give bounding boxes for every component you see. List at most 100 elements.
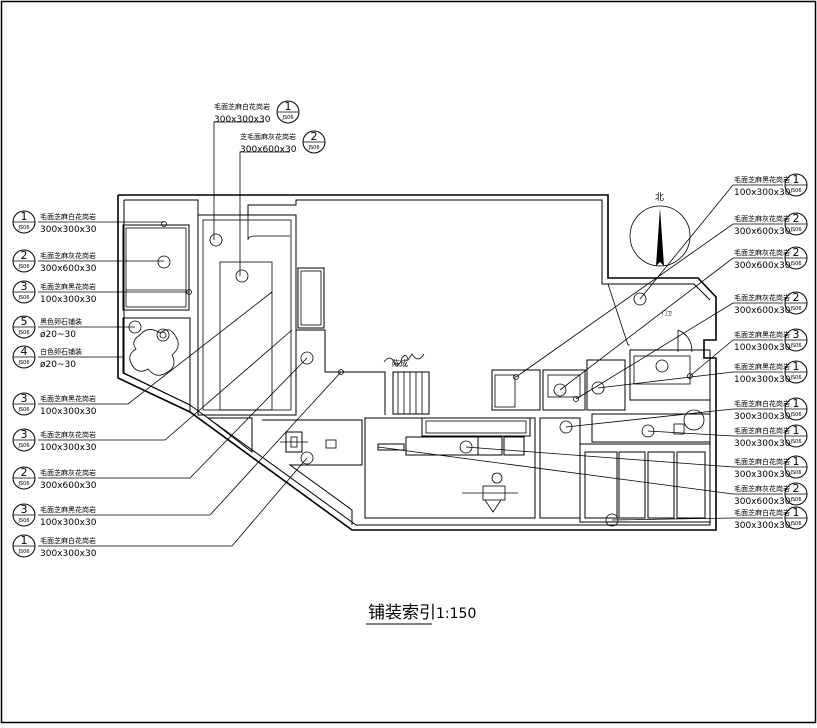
callout-material-spec: 300x600x30 bbox=[734, 306, 791, 316]
callout-number: 3 bbox=[21, 280, 28, 293]
callout-number: 2 bbox=[793, 482, 800, 495]
callout-sheet-code: JS06 bbox=[17, 295, 29, 301]
callout-material-spec: ø20~30 bbox=[40, 360, 76, 370]
callout-sheet-code: JS06 bbox=[17, 518, 29, 524]
callout-material-name: 毛面芝麻白花岗岩 bbox=[214, 102, 270, 111]
callout-material-name: 毛面芝麻白花岗岩 bbox=[40, 536, 96, 545]
callout-material-name: 毛面芝麻灰花岗岩 bbox=[734, 248, 790, 257]
callout-number: 1 bbox=[793, 424, 800, 437]
callout-material-name: 毛面芝麻黑花岗岩 bbox=[734, 362, 790, 371]
svg-text:门卫: 门卫 bbox=[662, 310, 672, 317]
callout-material-name: 毛面芝麻黑花岗岩 bbox=[40, 282, 96, 291]
north-label: 北 bbox=[655, 192, 664, 203]
callout-sheet-code: JS06 bbox=[789, 412, 801, 418]
title-text: 铺装索引 bbox=[368, 603, 436, 623]
callout-number: 1 bbox=[21, 210, 28, 223]
callout-sheet-code: JS06 bbox=[307, 145, 319, 151]
callout-material-name: 毛面芝麻灰花岗岩 bbox=[40, 251, 96, 260]
callout-material-spec: 100x300x30 bbox=[734, 375, 791, 385]
callout-number: 5 bbox=[21, 315, 28, 328]
callout-number: 2 bbox=[793, 291, 800, 304]
callout-sheet-code: JS06 bbox=[17, 264, 29, 270]
callout-material-spec: 300x300x30 bbox=[734, 521, 791, 531]
callout-material-spec: 300x600x30 bbox=[240, 145, 297, 155]
signature-text: 陈成 bbox=[392, 358, 408, 368]
callout-material-name: 毛面芝麻黑花岗岩 bbox=[734, 175, 790, 184]
callout-sheet-code: JS06 bbox=[789, 343, 801, 349]
leader-lines bbox=[38, 121, 783, 547]
callout-number: 1 bbox=[793, 360, 800, 373]
callout-sheet-code: JS06 bbox=[281, 115, 293, 121]
callout-material-spec: 100x300x30 bbox=[734, 343, 791, 353]
callout-material-spec: 100x300x30 bbox=[40, 407, 97, 417]
callout-sheet-code: JS06 bbox=[789, 306, 801, 312]
callout-number: 2 bbox=[21, 249, 28, 262]
callout-material-spec: 300x600x30 bbox=[734, 497, 791, 507]
callout-number: 2 bbox=[311, 130, 318, 143]
callout-material-name: 毛面芝麻灰花岗岩 bbox=[40, 468, 96, 477]
callout-sheet-code: JS06 bbox=[789, 497, 801, 503]
callout-material-spec: 300x300x30 bbox=[734, 470, 791, 480]
callout-material-spec: 300x300x30 bbox=[734, 439, 791, 449]
callout-material-spec: 300x600x30 bbox=[734, 227, 791, 237]
signature: 陈成 bbox=[383, 353, 425, 368]
callout-sheet-code: JS06 bbox=[17, 481, 29, 487]
callout-sheet-code: JS06 bbox=[789, 470, 801, 476]
callout-material-name: 毛面芝麻灰花岗岩 bbox=[734, 214, 790, 223]
index-dots bbox=[128, 221, 693, 527]
callout-sheet-code: JS06 bbox=[17, 225, 29, 231]
callout-number: 1 bbox=[793, 506, 800, 519]
callout-material-name: 毛面芝麻黑花岗岩 bbox=[734, 330, 790, 339]
callout-sheet-code: JS06 bbox=[789, 521, 801, 527]
callout-number: 3 bbox=[21, 392, 28, 405]
callout-material-name: 毛面芝麻黑花岗岩 bbox=[40, 505, 96, 514]
callout-sheet-code: JS06 bbox=[789, 227, 801, 233]
callout-material-spec: 100x300x30 bbox=[734, 188, 791, 198]
callout-number: 4 bbox=[21, 345, 28, 358]
callout-sheet-code: JS06 bbox=[17, 443, 29, 449]
callout-number: 2 bbox=[793, 212, 800, 225]
callout-number: 3 bbox=[21, 428, 28, 441]
callout-material-name: 毛面芝麻黑花岗岩 bbox=[40, 394, 96, 403]
callout-material-name: 毛面芝麻灰花岗岩 bbox=[734, 293, 790, 302]
callout-material-name: 白色卵石铺装 bbox=[40, 347, 82, 356]
callout-material-name: 毛面芝麻白花岗岩 bbox=[734, 457, 790, 466]
callout-material-spec: 300x600x30 bbox=[734, 261, 791, 271]
callout-number: 1 bbox=[793, 397, 800, 410]
callout-material-name: 毛面芝麻白花岗岩 bbox=[734, 399, 790, 408]
callout-material-spec: 300x300x30 bbox=[40, 225, 97, 235]
callout-sheet-code: JS06 bbox=[789, 261, 801, 267]
callout-sheet-code: JS06 bbox=[17, 330, 29, 336]
callout-material-spec: 300x300x30 bbox=[214, 115, 271, 125]
callout-number: 2 bbox=[793, 246, 800, 259]
callout-material-spec: 100x300x30 bbox=[40, 443, 97, 453]
callout-number: 1 bbox=[285, 100, 292, 113]
callout-labels: 1JS06毛面芝麻白花岗岩300x300x302JS06芝毛面麻灰花岗岩300x… bbox=[12, 100, 808, 559]
callout-material-name: 黑色卵石铺装 bbox=[40, 317, 82, 326]
left-rooms bbox=[122, 205, 430, 525]
callout-material-name: 芝毛面麻灰花岗岩 bbox=[240, 132, 296, 141]
callout-number: 1 bbox=[793, 173, 800, 186]
callout-sheet-code: JS06 bbox=[789, 439, 801, 445]
callout-material-spec: 300x600x30 bbox=[40, 264, 97, 274]
